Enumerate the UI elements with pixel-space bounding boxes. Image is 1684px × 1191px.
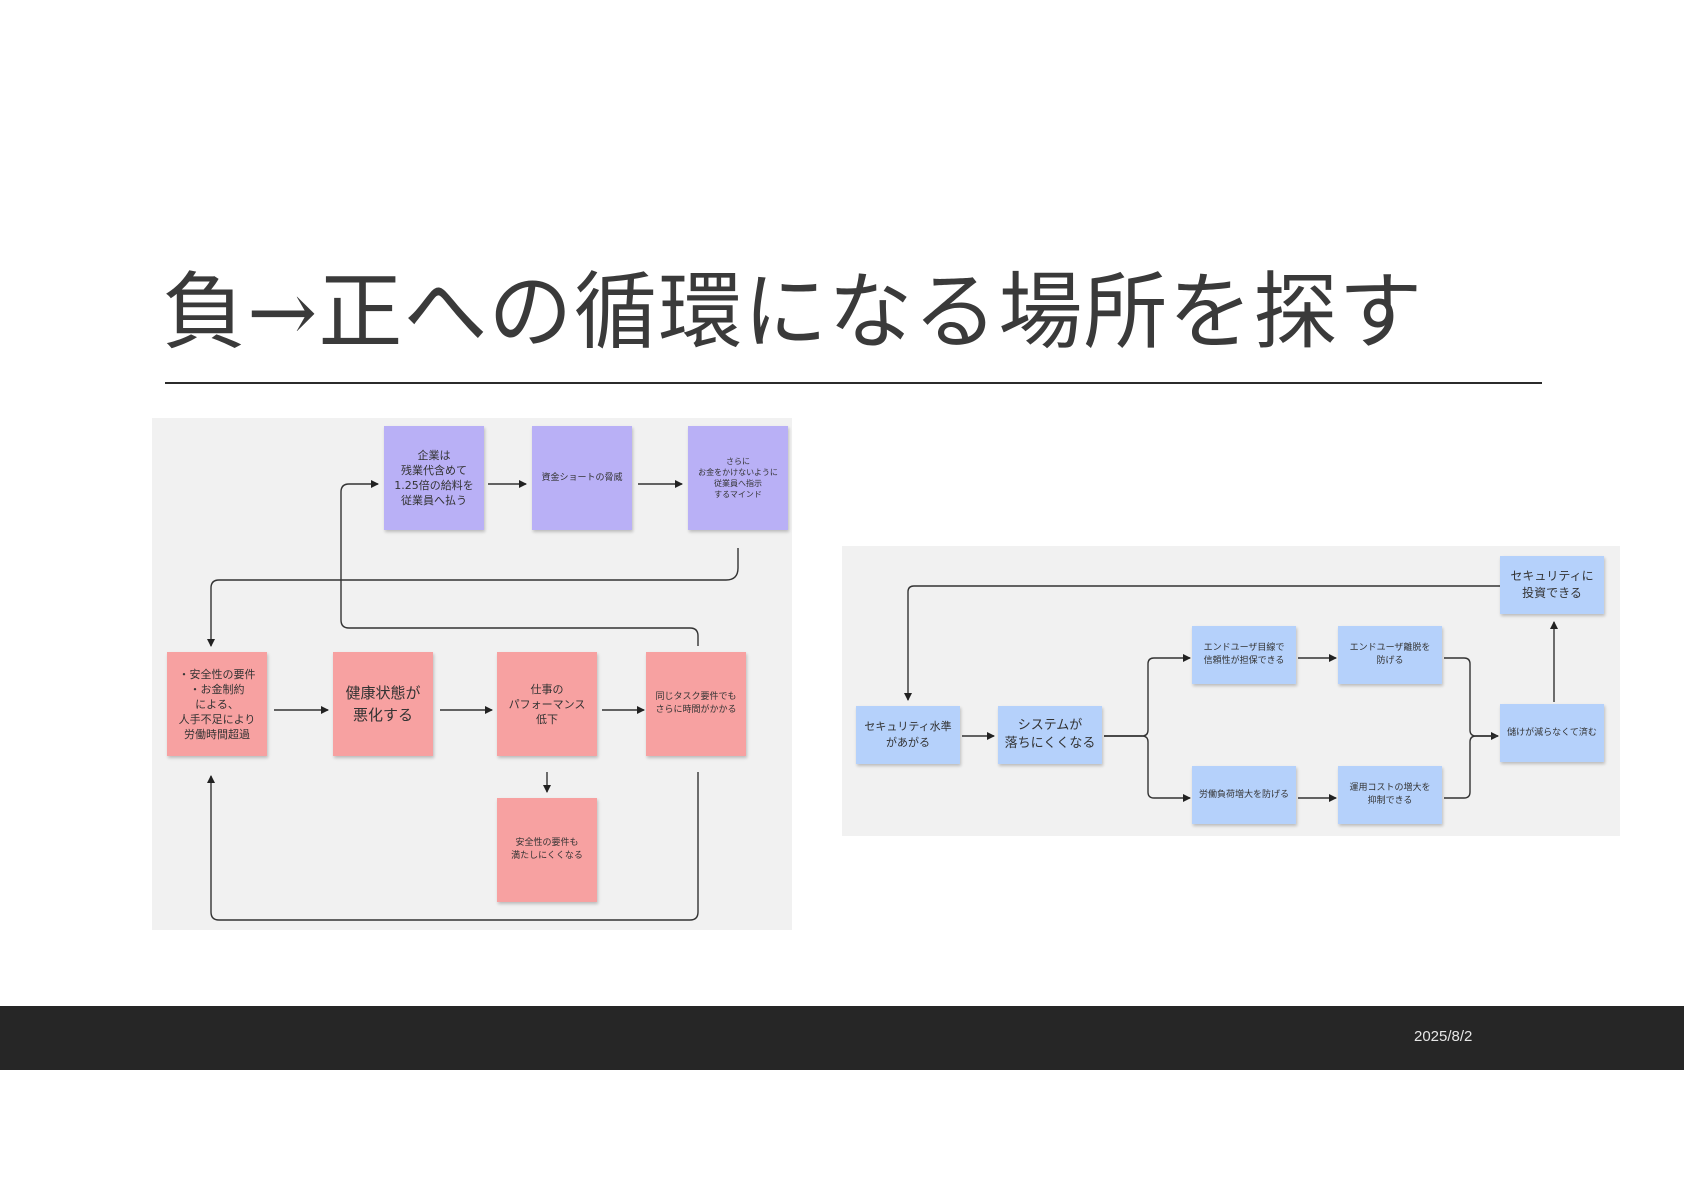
arrow-system-to-trust [1104, 654, 1191, 737]
note-salary: 企業は 残業代含めて 1.25倍の給料を 従業員へ払う [384, 426, 484, 530]
arrow-mind-to-constraints [207, 548, 739, 647]
note-slower: 同じタスク要件でも さらに時間がかかる [646, 652, 746, 756]
note-labor: 労働負荷増大を防げる [1192, 766, 1296, 824]
title-divider [165, 382, 1542, 384]
note-cost: 運用コストの増大を 抑制できる [1338, 766, 1442, 824]
note-cash-shortage: 資金ショートの脅威 [532, 426, 632, 530]
note-system-stability: システムが 落ちにくくなる [998, 706, 1102, 764]
note-cost-cutting-mind: さらに お金をかけないように 従業員へ指示 するマインド [688, 426, 788, 530]
negative-cycle-connectors [207, 480, 739, 921]
note-trust: エンドユーザ目線で 信頼性が担保できる [1192, 626, 1296, 684]
note-churn: エンドユーザ離脱を 防げる [1338, 626, 1442, 684]
arrow-slower-to-constraints [207, 772, 699, 921]
note-invest: セキュリティに 投資できる [1500, 556, 1604, 614]
arrow-churn-to-profit [1444, 657, 1499, 740]
page-title: 負→正への循環になる場所を探す [162, 263, 1424, 361]
positive-cycle-connectors [904, 585, 1558, 802]
note-profit: 儲けが減らなくて済む [1500, 704, 1604, 762]
footer-bar: 2025/8/2 [0, 1006, 1684, 1070]
note-health: 健康状態が 悪化する [333, 652, 433, 756]
arrow-invest-to-level [904, 585, 1500, 701]
negative-cycle-diagram: 企業は 残業代含めて 1.25倍の給料を 従業員へ払う 資金ショートの脅威 さら… [152, 418, 792, 930]
footer-date: 2025/8/2 [1414, 1028, 1473, 1045]
note-performance: 仕事の パフォーマンス 低下 [497, 652, 597, 756]
note-safety: 安全性の要件も 満たしにくくなる [497, 798, 597, 902]
positive-cycle-diagram: セキュリティに 投資できる セキュリティ水準 があがる システムが 落ちにくくな… [842, 546, 1620, 836]
note-security-level: セキュリティ水準 があがる [856, 706, 960, 764]
arrow-cost-to-profit [1444, 735, 1498, 799]
arrow-system-to-labor [1104, 735, 1191, 802]
arrow-slower-to-salary [340, 480, 699, 646]
note-constraints: ・安全性の要件 ・お金制約 による、 人手不足により 労働時間超過 [167, 652, 267, 756]
